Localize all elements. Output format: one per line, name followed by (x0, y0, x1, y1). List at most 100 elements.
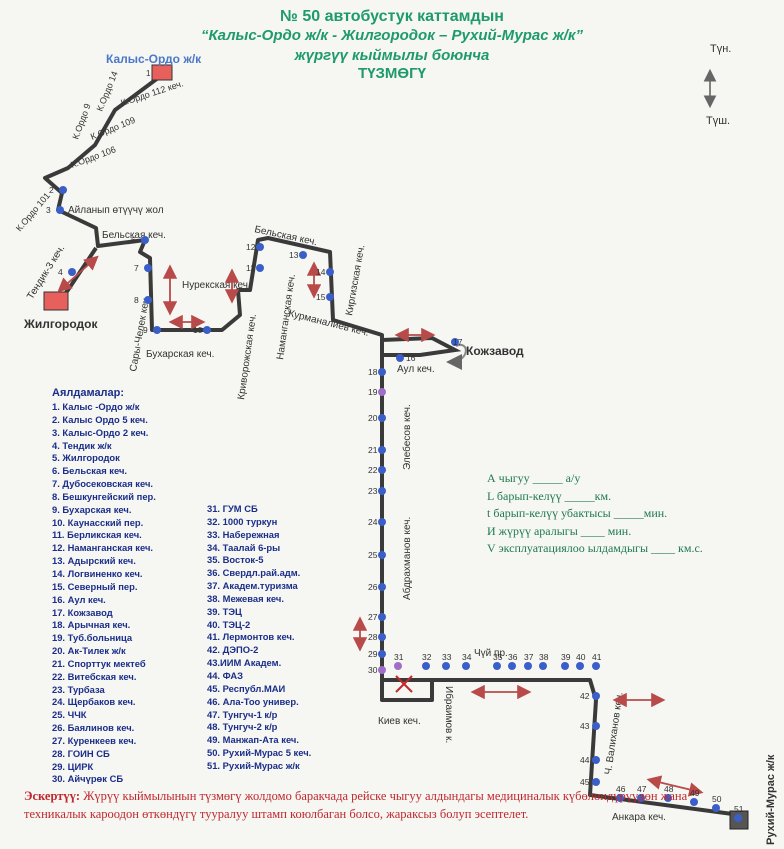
warning-label: Эскертүү: (24, 789, 81, 803)
stop-number: 46 (616, 784, 626, 794)
stop-list-item: 33. Набережная (207, 528, 280, 540)
stop-list-item: 22. Витебская кеч. (52, 670, 137, 682)
stop-number: 4 (58, 267, 63, 277)
stop-list-item: 8. Бешкунгейский пер. (52, 490, 156, 502)
form-line-speed: V эксплуатациялоо ылдамдыгы ____ км.с. (487, 541, 703, 555)
stop-number: 26 (368, 582, 378, 592)
stop-list-item: 2. Калыс Ордо 5 кеч. (52, 413, 148, 425)
stop-marker (141, 236, 149, 244)
stop-list-item: 12. Наманганская кеч. (52, 542, 154, 554)
stop-marker (378, 551, 386, 559)
stop-number: 27 (368, 612, 378, 622)
stop-marker (378, 650, 386, 658)
stop-marker (256, 264, 264, 272)
stop-number: 11 (246, 263, 255, 273)
stop-number: 49 (690, 788, 700, 798)
street-kirgizskaya: Киргизская кеч. (344, 244, 367, 317)
stop-number: 44 (580, 755, 590, 765)
stop-marker (378, 466, 386, 474)
stop-number: 39 (561, 652, 571, 662)
stop-marker (592, 778, 600, 786)
street-kurmanaliev: Курманалиев кеч. (287, 308, 370, 339)
street-sary-chelek: Сары-Челек кеч. (128, 295, 152, 373)
stop-number: 43 (580, 721, 590, 731)
stop-list-item: 30. Айчүрөк СБ (52, 773, 124, 785)
stop-list-item: 37. Академ.туризма (207, 580, 298, 592)
direction-arrows (57, 255, 704, 797)
stop-marker (396, 354, 404, 362)
stop-number: 10 (193, 325, 203, 335)
stop-marker (394, 662, 402, 670)
stop-marker (524, 662, 532, 670)
street-ibraimov: Ибраимов к. (443, 686, 455, 743)
stop-marker (378, 613, 386, 621)
stop-number: 35 (493, 652, 503, 662)
stop-list-item: 14. Логвиненко кеч. (52, 567, 143, 579)
stop-marker (592, 756, 600, 764)
stop-list-item: 50. Рухий-Мурас 5 кеч. (207, 747, 312, 759)
stop-list-item: 51. Рухий-Мурас ж/к (207, 759, 300, 771)
stop-marker (326, 293, 334, 301)
stop-number: 9 (143, 325, 148, 335)
terminal-end-label: Рухий-Мурас ж/к (765, 754, 777, 845)
stop-marker (576, 662, 584, 670)
route-kozhzavod-loop (381, 335, 462, 357)
compass: Түн. Түш. (703, 43, 731, 127)
stop-list-item: 20. Ак-Тилек ж/к (52, 645, 126, 657)
stop-marker (153, 326, 161, 334)
stop-number: 8 (134, 295, 139, 305)
scheme-route-name: “Калыс-Ордо ж/к - Жилгородок – Рухий-Мур… (200, 27, 584, 44)
stop-marker (561, 662, 569, 670)
stop-marker (378, 518, 386, 526)
stop-list-item: 31. ГУМ СБ (207, 503, 258, 514)
stop-list-item: 39. ТЭЦ (207, 605, 242, 617)
stop-list-item: 27. Куренкеев кеч. (52, 734, 137, 746)
service-form: А чыгуу _____ а/у L барып-келүү _____км.… (487, 470, 703, 558)
stop-list-item: 28. ГОИН СБ (52, 747, 110, 759)
street-krivorozhskaya: Криворожская кеч. (236, 313, 259, 400)
stop-list-item: 25. ЧЧК (52, 709, 87, 721)
street-nurekskaya: Нурекская кеч. (182, 280, 251, 291)
scheme-subtitle: жүргүү кыймылы боюнча (294, 47, 490, 64)
stop-list-item: 40. ТЭЦ-2 (207, 618, 251, 630)
street-aul: Аул кеч. (397, 364, 435, 375)
stop-list-item: 17. Кожзавод (52, 606, 113, 618)
stop-marker (144, 264, 152, 272)
stop-number: 34 (462, 652, 472, 662)
stop-marker (734, 814, 742, 822)
stop-number: 18 (368, 367, 378, 377)
stop-number: 28 (368, 632, 378, 642)
stop-list-item: 23. Турбаза (52, 683, 105, 695)
stop-list-item: 41. Лермонтов кеч. (207, 631, 295, 643)
stop-list-item: 16. Аул кеч. (52, 593, 106, 605)
stop-marker (539, 662, 547, 670)
stop-marker (664, 794, 672, 802)
stop-list-item: 15. Северный пер. (52, 580, 138, 592)
stop-number-1: 1 (146, 69, 151, 78)
stop-list-item: 4. Тендик ж/к (52, 439, 112, 451)
scheme-title: № 50 автобустук каттамдын (280, 8, 504, 25)
stop-marker (616, 794, 624, 802)
stop-number: 2 (49, 185, 54, 195)
stop-list-item: 13. Адырский кеч. (52, 555, 136, 567)
stop-marker (256, 243, 264, 251)
stop-list-item: 48. Тунгуч-2 к/р (207, 721, 278, 733)
street-belskaya-1: Бельская кеч. (102, 230, 166, 241)
stop-marker (451, 338, 459, 346)
stop-list-item: 18. Арычная кеч. (52, 619, 131, 631)
stop-list-item: 6. Бельская кеч. (52, 465, 128, 477)
stop-list-item: 47. Тунгуч-1 к/р (207, 708, 278, 720)
stop-list-item: 9. Бухарская кеч. (52, 503, 132, 515)
stop-marker (712, 804, 720, 812)
stop-number: 29 (368, 649, 378, 659)
stop-number: 42 (580, 691, 590, 701)
turnaround-arrow-icon (446, 343, 467, 370)
stop-number: 14 (316, 267, 326, 277)
stop-number: 12 (246, 242, 256, 252)
stop-marker (493, 662, 501, 670)
stop-number: 13 (289, 250, 299, 260)
form-line-distance: L барып-келүү _____км. (487, 488, 612, 503)
stop-number: 16 (406, 353, 416, 363)
